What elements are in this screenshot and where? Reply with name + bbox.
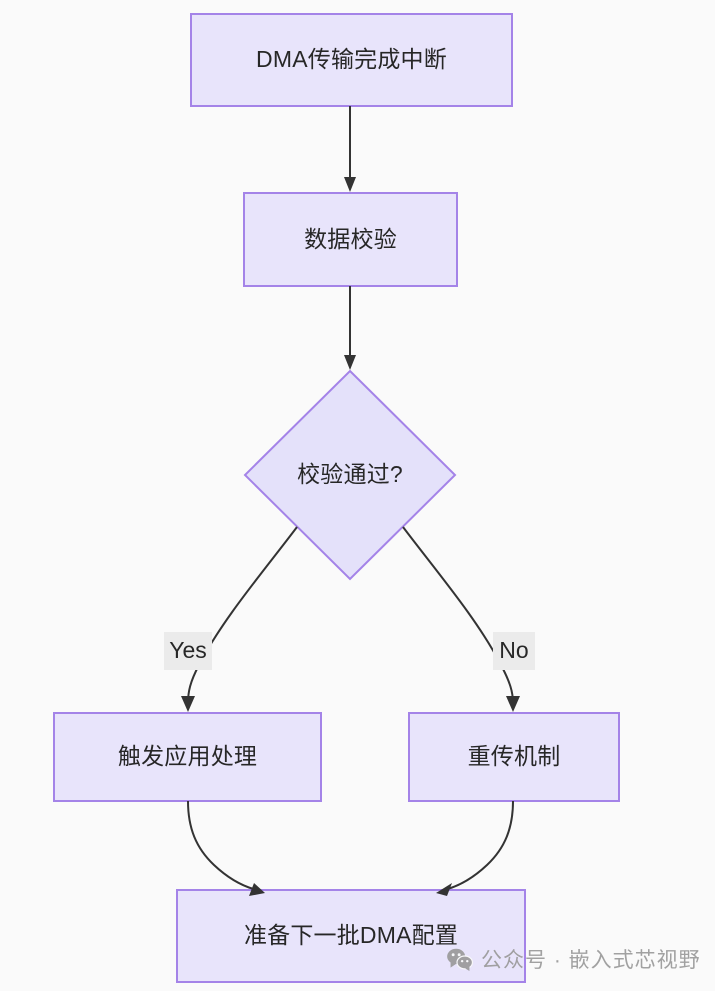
edge-n1-n2 — [344, 106, 356, 192]
wechat-icon — [447, 948, 474, 971]
node-shape-n4[interactable] — [53, 712, 322, 802]
edge-n3-n5 — [402, 526, 520, 712]
edge-label-yes: Yes — [164, 632, 212, 670]
node-shape-n2[interactable] — [243, 192, 458, 287]
node-shape-n5[interactable] — [408, 712, 620, 802]
edge-n2-n3 — [344, 286, 356, 370]
edge-label-no: No — [493, 632, 535, 670]
watermark-text: 公众号 · 嵌入式芯视野 — [481, 949, 701, 972]
node-shape-n1[interactable] — [190, 13, 513, 107]
edge-n4-n6 — [187, 800, 265, 896]
edge-n5-n6 — [436, 800, 514, 896]
edge-n3-n4 — [181, 526, 298, 712]
node-shape-n3[interactable] — [243, 369, 457, 581]
watermark: 公众号 · 嵌入式芯视野 — [446, 944, 701, 974]
